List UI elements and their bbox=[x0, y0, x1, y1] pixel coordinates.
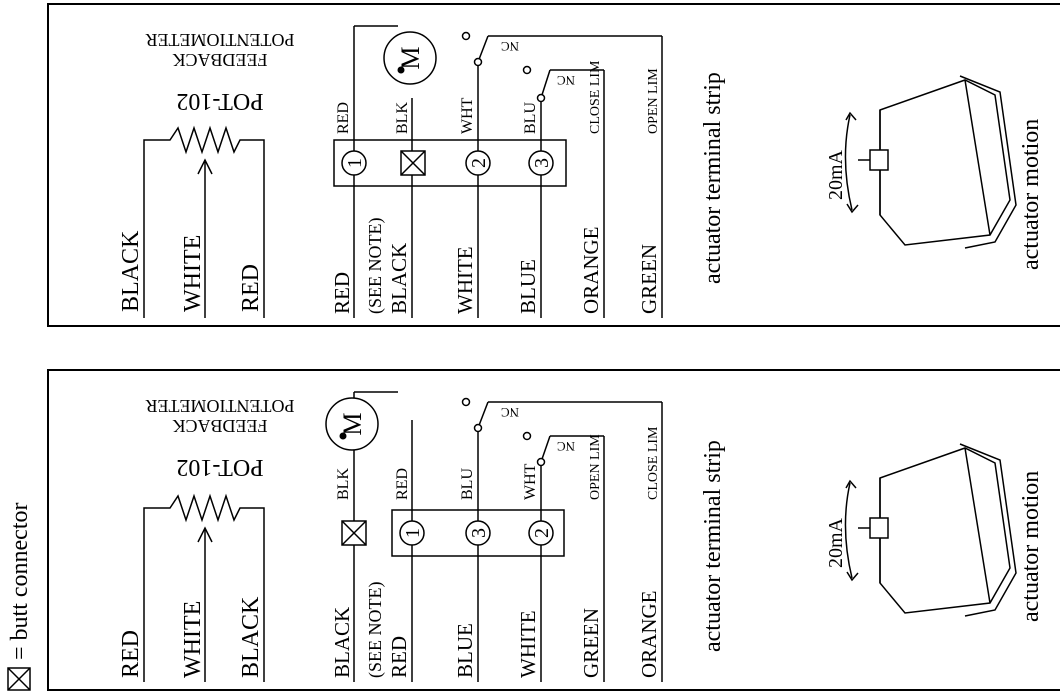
nc-label: NC bbox=[501, 405, 519, 420]
svg-text:2: 2 bbox=[468, 158, 490, 168]
terminal-3 bbox=[465, 520, 491, 546]
wire-label: BLACK bbox=[387, 243, 411, 314]
pot-wire-1: RED bbox=[118, 630, 144, 678]
terminal-label: CLOSE LIM bbox=[588, 60, 603, 134]
wire-note: (SEE NOTE) bbox=[365, 582, 386, 678]
legend: = butt connector bbox=[7, 503, 33, 691]
wire-label: GREEN bbox=[637, 244, 661, 314]
svg-text:1: 1 bbox=[344, 158, 366, 168]
wire-label: ORANGE bbox=[637, 591, 661, 679]
actuator-icon bbox=[844, 75, 1017, 249]
strip-caption: actuator terminal strip bbox=[700, 72, 726, 284]
pot-wire-3: RED bbox=[238, 264, 264, 312]
pot-title: POT-102 bbox=[176, 88, 263, 114]
terminal-strip bbox=[341, 391, 663, 682]
svg-text:2: 2 bbox=[531, 528, 553, 538]
terminal-1 bbox=[399, 520, 425, 546]
terminal-label: RED bbox=[394, 468, 411, 500]
terminal-label: BLU bbox=[522, 102, 539, 134]
wire-label: WHITE bbox=[516, 610, 540, 678]
nc-label: NC bbox=[557, 439, 575, 454]
terminal-label: OPEN LIM bbox=[646, 68, 661, 134]
panel-frame bbox=[47, 369, 1060, 691]
pot-subtitle: FEEDBACK bbox=[172, 50, 267, 70]
terminal-label: WHT bbox=[459, 97, 476, 134]
wire-label: BLACK bbox=[330, 607, 354, 678]
terminal-1 bbox=[341, 150, 367, 176]
terminal-2 bbox=[465, 150, 491, 176]
potentiometer-icon bbox=[143, 125, 265, 318]
wire-label: RED bbox=[330, 272, 354, 314]
nc-label: NC bbox=[557, 73, 575, 88]
butt-connector-icon bbox=[7, 667, 31, 691]
terminal-label: BLK bbox=[335, 468, 352, 500]
potentiometer-icon bbox=[143, 493, 265, 682]
terminal-label: OPEN LIM bbox=[588, 434, 603, 500]
wire-label: GREEN bbox=[579, 608, 603, 678]
terminal-label: BLK bbox=[394, 102, 411, 134]
motion-caption: actuator motion bbox=[1018, 471, 1044, 622]
svg-text:3: 3 bbox=[468, 528, 490, 538]
motor-label: M bbox=[396, 46, 425, 69]
legend-label: = butt connector bbox=[7, 503, 33, 661]
motor-icon bbox=[325, 397, 379, 451]
current-label: 20mA bbox=[825, 149, 847, 200]
terminal-label: BLU bbox=[459, 468, 476, 500]
nc-label: NC bbox=[501, 39, 519, 54]
terminal-strip bbox=[333, 25, 663, 318]
wire-label: WHITE bbox=[453, 246, 477, 314]
pot-subtitle: FEEDBACK bbox=[172, 416, 267, 436]
svg-text:3: 3 bbox=[531, 158, 553, 168]
pot-wire-2: WHITE bbox=[180, 601, 206, 678]
svg-text:1: 1 bbox=[402, 528, 424, 538]
wire-label: BLUE bbox=[453, 623, 477, 678]
pot-wire-3: BLACK bbox=[238, 596, 264, 678]
panel-top: POT-102 FEEDBACK POTENTIOMETER BLACK WHI… bbox=[47, 3, 1060, 327]
motor-icon bbox=[383, 31, 437, 85]
pot-wire-1: BLACK bbox=[118, 230, 144, 312]
pot-subtitle-2: POTENTIOMETER bbox=[146, 396, 295, 416]
terminal-label: WHT bbox=[522, 463, 539, 500]
strip-caption: actuator terminal strip bbox=[700, 440, 726, 652]
motion-caption: actuator motion bbox=[1018, 119, 1044, 270]
motor-label: M bbox=[338, 412, 367, 435]
pot-subtitle-2: POTENTIOMETER bbox=[146, 30, 295, 50]
pot-title: POT-102 bbox=[176, 454, 263, 480]
wire-label: RED bbox=[387, 636, 411, 678]
wire-note: (SEE NOTE) bbox=[365, 218, 386, 314]
terminal-label: CLOSE LIM bbox=[646, 426, 661, 500]
terminal-3 bbox=[528, 150, 554, 176]
pot-wire-2: WHITE bbox=[180, 235, 206, 312]
current-label: 20mA bbox=[825, 517, 847, 568]
actuator-icon bbox=[844, 443, 1017, 617]
panel-bottom: POT-102 FEEDBACK POTENTIOMETER RED WHITE… bbox=[47, 369, 1060, 691]
wire-label: ORANGE bbox=[579, 227, 603, 315]
terminal-label: RED bbox=[335, 102, 352, 134]
terminal-2 bbox=[528, 520, 554, 546]
panel-frame bbox=[47, 3, 1060, 327]
wire-label: BLUE bbox=[516, 259, 540, 314]
